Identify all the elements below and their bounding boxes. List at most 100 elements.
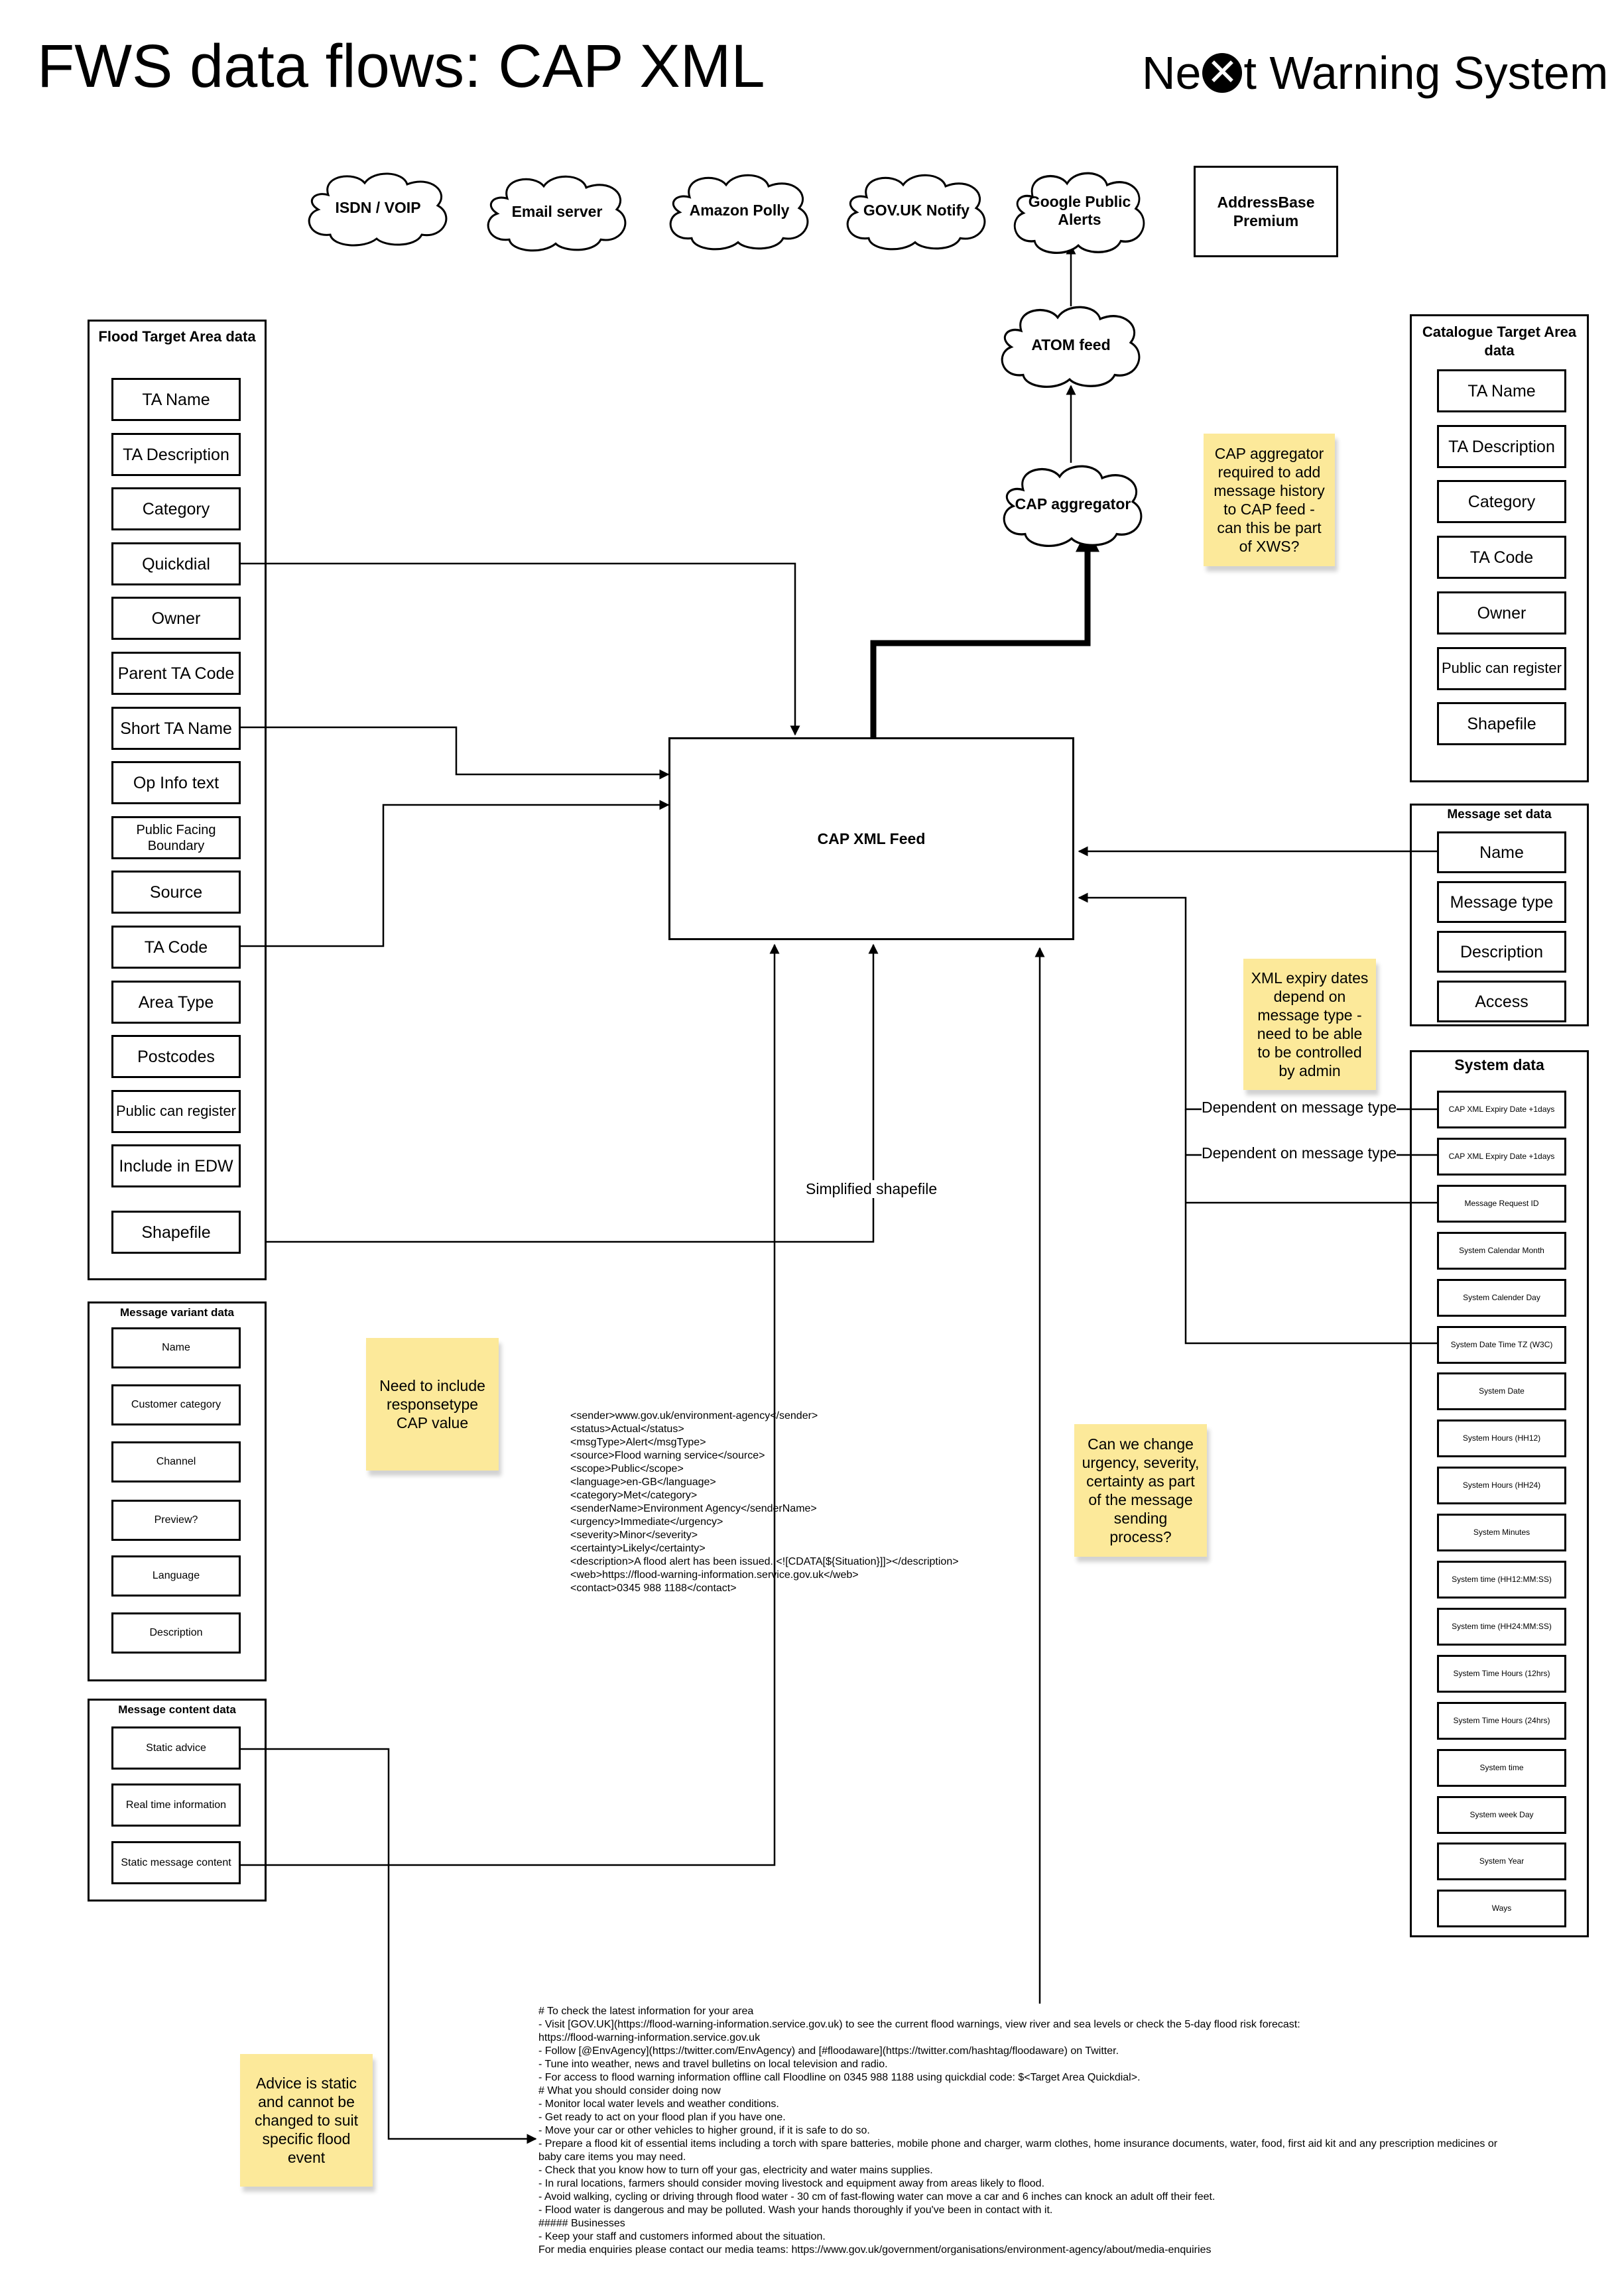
cloud-label: Google Public Alerts: [1028, 193, 1131, 228]
system-data-title: System data: [1454, 1056, 1544, 1073]
message-content-title: Message content data: [118, 1703, 236, 1716]
flood-ta-item-include-in-edw: Include in EDW: [111, 1144, 241, 1187]
message-variant-item-channel: Channel: [111, 1441, 241, 1482]
message-variant-item-language: Language: [111, 1555, 241, 1597]
message-set-item-name: Name: [1437, 831, 1566, 873]
cloud-shape-icon: [487, 175, 627, 252]
catalogue-ta-item-ta-name: TA Name: [1437, 369, 1566, 412]
flood-ta-item-public-facing-boundary: Public Facing Boundary: [111, 816, 241, 859]
message-set-item-message-type: Message type: [1437, 881, 1566, 923]
flood-ta-item-op-info-text: Op Info text: [111, 761, 241, 804]
label-dependent-on-message-type-1: Dependent on message type: [1202, 1099, 1397, 1117]
catalogue-ta-item-shapefile: Shapefile: [1437, 702, 1566, 745]
label-simplified-shapefile: Simplified shapefile: [806, 1180, 938, 1198]
catalogue-ta-item-public-can-register: Public can register: [1437, 647, 1566, 690]
catalogue-target-area-title: Catalogue Target Area data: [1422, 324, 1577, 359]
flood-ta-item-shapefile: Shapefile: [111, 1211, 241, 1254]
sticky-xml-expiry: XML expiry dates depend on message type …: [1243, 959, 1376, 1090]
flood-ta-item-ta-name: TA Name: [111, 378, 241, 421]
sticky-urgency-severity: Can we change urgency, severity, certain…: [1074, 1424, 1207, 1557]
message-content-item-real-time-information: Real time information: [111, 1783, 241, 1827]
catalogue-ta-item-category: Category: [1437, 480, 1566, 523]
cloud-shape-icon: [1003, 465, 1143, 547]
system-data-item-ways: Ways: [1437, 1890, 1566, 1927]
cloud-google-public-alerts: Google Public Alerts: [1005, 164, 1154, 257]
system-data-item-system-week-day: System week Day: [1437, 1796, 1566, 1834]
system-data-item-system-time-hh24-mm-ss: System time (HH24:MM:SS): [1437, 1608, 1566, 1646]
cloud-cap-aggregator: CAP aggregator: [993, 457, 1153, 550]
sticky-cap-aggregator: CAP aggregator required to add message h…: [1204, 434, 1335, 566]
next-warning-system-logo: Ne ✕ t Warning System: [1142, 46, 1608, 99]
system-data-item-cap-xml-expiry-date-1days: CAP XML Expiry Date +1days: [1437, 1138, 1566, 1176]
flood-ta-item-owner: Owner: [111, 597, 241, 640]
system-data-item-system-time: System time: [1437, 1749, 1566, 1787]
flood-ta-item-public-can-register: Public can register: [111, 1090, 241, 1133]
catalogue-target-area-container: Catalogue Target Area data: [1410, 314, 1589, 782]
logo-text-suffix: t Warning System: [1243, 47, 1609, 99]
message-variant-item-customer-category: Customer category: [111, 1384, 241, 1425]
cloud-label: GOV.UK Notify: [863, 201, 970, 219]
catalogue-ta-item-ta-description: TA Description: [1437, 425, 1566, 468]
connector-short-ta-name: [241, 726, 670, 780]
cloud-email-server: Email server: [477, 168, 637, 255]
flood-target-area-container: Flood Target Area data: [88, 320, 267, 1280]
connector-capfeed-aggregator: [870, 528, 1099, 737]
system-data-item-system-date-time-tz-w3c: System Date Time TZ (W3C): [1437, 1326, 1566, 1364]
cloud-label: Amazon Polly: [689, 201, 790, 219]
system-data-item-system-calender-day: System Calender Day: [1437, 1279, 1566, 1317]
catalogue-ta-item-ta-code: TA Code: [1437, 536, 1566, 579]
system-data-item-system-calendar-month: System Calendar Month: [1437, 1232, 1566, 1270]
flood-ta-item-source: Source: [111, 871, 241, 914]
cloud-atom-feed: ATOM feed: [991, 298, 1151, 391]
label-dependent-on-message-type-2: Dependent on message type: [1202, 1144, 1397, 1162]
system-data-item-cap-xml-expiry-date-1days: CAP XML Expiry Date +1days: [1437, 1091, 1566, 1128]
cloud-isdn-voip: ISDN / VOIP: [298, 166, 458, 249]
connector-ta-code: [241, 800, 670, 947]
flood-ta-item-parent-ta-code: Parent TA Code: [111, 652, 241, 695]
system-data-item-system-time-hh12-mm-ss: System time (HH12:MM:SS): [1437, 1561, 1566, 1599]
flood-ta-item-short-ta-name: Short TA Name: [111, 707, 241, 750]
cloud-label: CAP aggregator: [1015, 495, 1131, 513]
message-variant-container: Message variant data: [88, 1301, 267, 1681]
system-data-item-system-time-hours-24hrs: System Time Hours (24hrs): [1437, 1702, 1566, 1740]
message-set-item-description: Description: [1437, 931, 1566, 973]
catalogue-ta-item-owner: Owner: [1437, 591, 1566, 634]
message-set-title: Message set data: [1447, 808, 1552, 821]
message-variant-title: Message variant data: [120, 1306, 234, 1319]
flood-ta-item-area-type: Area Type: [111, 981, 241, 1024]
message-content-item-static-advice: Static advice: [111, 1726, 241, 1770]
cloud-label: ISDN / VOIP: [335, 198, 421, 216]
cloud-shape-icon: [308, 172, 448, 247]
cloud-shape-icon: [846, 174, 986, 251]
connector-shapefile: [267, 943, 879, 1243]
system-data-item-system-date: System Date: [1437, 1372, 1566, 1410]
message-variant-item-preview: Preview?: [111, 1500, 241, 1541]
message-variant-item-description: Description: [111, 1612, 241, 1654]
cloud-shape-icon: [1013, 172, 1145, 254]
addressbase-premium-box: AddressBase Premium: [1194, 166, 1338, 257]
logo-text-prefix: Ne: [1142, 47, 1202, 99]
system-data-item-system-time-hours-12hrs: System Time Hours (12hrs): [1437, 1655, 1566, 1693]
cap-xml-snippet: <sender>www.gov.uk/environment-agency</s…: [570, 1410, 959, 1594]
flood-ta-item-quickdial: Quickdial: [111, 542, 241, 585]
cloud-shape-icon: [669, 174, 809, 251]
system-data-container: System data: [1410, 1050, 1589, 1937]
flood-target-area-title: Flood Target Area data: [98, 328, 256, 345]
advice-text-block: # To check the latest information for yo…: [538, 2006, 1498, 2256]
flood-ta-item-ta-code: TA Code: [111, 926, 241, 969]
logo-x-icon: ✕: [1202, 53, 1243, 93]
message-content-item-static-message-content: Static message content: [111, 1841, 241, 1884]
connector-quickdial: [241, 562, 800, 736]
cap-xml-feed-box: CAP XML Feed: [668, 737, 1074, 940]
sticky-static-advice: Advice is static and cannot be changed t…: [240, 2054, 373, 2187]
system-data-item-system-hours-hh24: System Hours (HH24): [1437, 1467, 1566, 1504]
page-title: FWS data flows: CAP XML: [37, 32, 765, 100]
cloud-shape-icon: [1001, 306, 1141, 388]
addressbase-label: AddressBase Premium: [1217, 194, 1315, 229]
cloud-label: Email server: [511, 202, 603, 220]
system-data-item-system-hours-hh12: System Hours (HH12): [1437, 1420, 1566, 1457]
sticky-responsetype: Need to include responsetype CAP value: [366, 1338, 499, 1471]
system-data-item-system-minutes: System Minutes: [1437, 1514, 1566, 1551]
system-data-item-message-request-id: Message Request ID: [1437, 1185, 1566, 1223]
flood-ta-item-category: Category: [111, 487, 241, 530]
